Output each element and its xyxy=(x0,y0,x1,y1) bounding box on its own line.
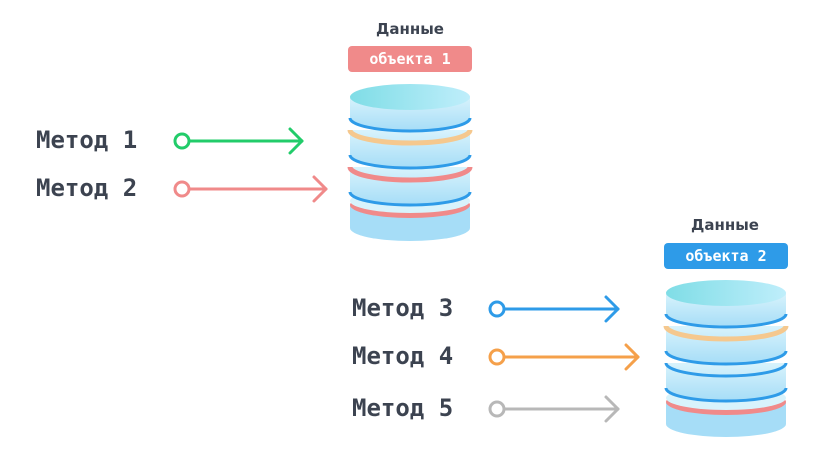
method-5-label: Метод 5 xyxy=(352,394,454,422)
method-3-label: Метод 3 xyxy=(352,294,454,322)
object-1-badge: объекта 1 xyxy=(348,46,472,72)
method-1-label: Метод 1 xyxy=(36,126,138,154)
database-2-icon xyxy=(663,280,789,437)
method-3-arrow-icon xyxy=(488,295,620,323)
method-4-arrow-icon xyxy=(488,343,640,371)
method-5-arrow-icon xyxy=(488,395,620,423)
object-2-badge: объекта 2 xyxy=(664,243,788,269)
database-1-icon xyxy=(347,84,473,241)
object-2-caption: Данные xyxy=(691,216,759,234)
object-1-caption: Данные xyxy=(376,20,444,38)
method-1-arrow-icon xyxy=(173,127,304,155)
method-2-arrow-icon xyxy=(173,175,328,203)
method-2-label: Метод 2 xyxy=(36,174,138,202)
method-4-label: Метод 4 xyxy=(352,342,454,370)
